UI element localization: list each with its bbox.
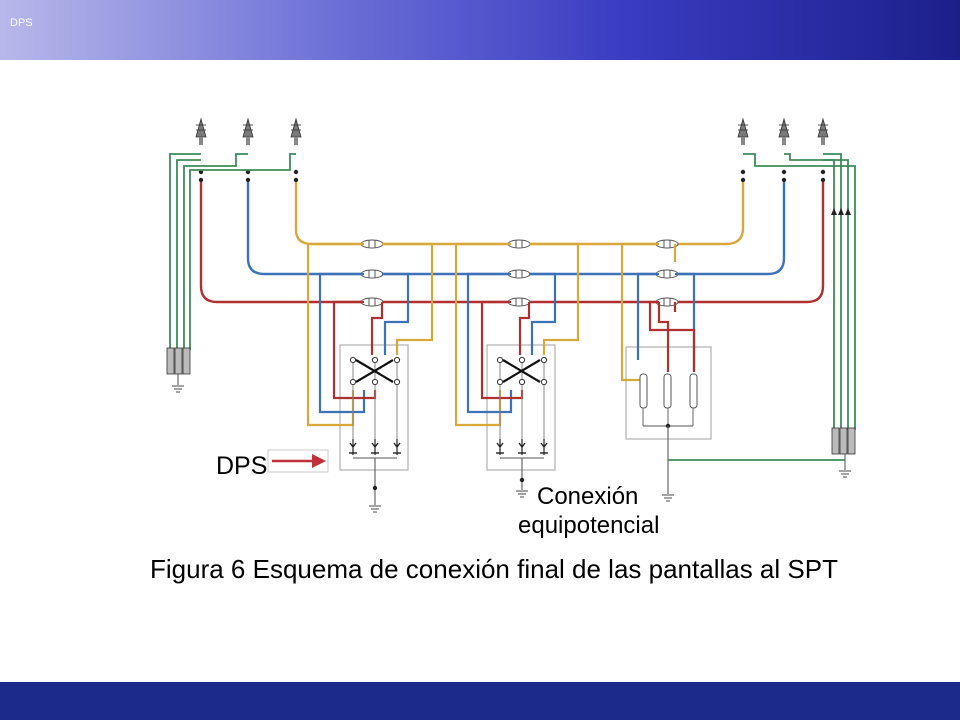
- equipotencial-label: equipotencial: [518, 512, 659, 539]
- right-green-wires: [668, 153, 856, 461]
- right-ground-fuses: [831, 427, 856, 478]
- left-terminals: [195, 118, 302, 183]
- crossbond-box-1: [306, 242, 434, 513]
- footer-bar: [0, 682, 960, 720]
- right-mid-markers: [831, 208, 851, 215]
- conexion-label: Conexión: [537, 483, 638, 510]
- header-bar: DPS: [0, 0, 960, 60]
- crossbond-box-2: [454, 242, 580, 498]
- slide-title: DPS: [10, 17, 33, 29]
- figure-caption: Figura 6 Esquema de conexión final de la…: [150, 554, 838, 584]
- equipotential-box: [620, 242, 712, 502]
- dps-label: DPS: [216, 452, 267, 480]
- left-ground-fuses: [166, 347, 191, 393]
- dps-arrow: [267, 449, 329, 473]
- left-green-wires: [169, 153, 296, 350]
- right-terminals: [737, 118, 829, 183]
